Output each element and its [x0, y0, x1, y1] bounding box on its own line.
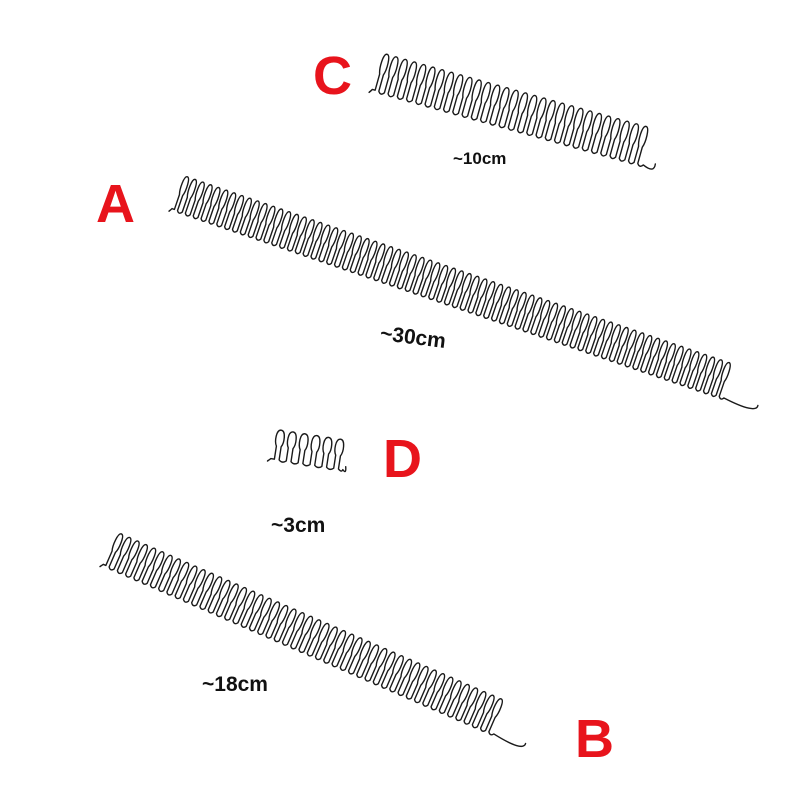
comb-c-letter: C [313, 46, 352, 106]
comb-a-image [168, 176, 759, 410]
comb-b-letter: B [575, 709, 614, 769]
comb-b-size-label: ~18cm [202, 673, 268, 696]
comb-d-letter: D [383, 429, 422, 489]
comb-d-image [266, 429, 347, 473]
comb-c-size-label: ~10cm [453, 149, 507, 168]
comb-c-image [368, 53, 657, 170]
comb-d-size-label: ~3cm [271, 514, 326, 537]
comb-wire [168, 176, 759, 410]
comb-b-image [99, 533, 527, 748]
comb-wire [368, 53, 657, 170]
comb-a-letter: A [96, 174, 135, 234]
comb-wire [99, 533, 527, 748]
comb-wire [266, 429, 347, 473]
